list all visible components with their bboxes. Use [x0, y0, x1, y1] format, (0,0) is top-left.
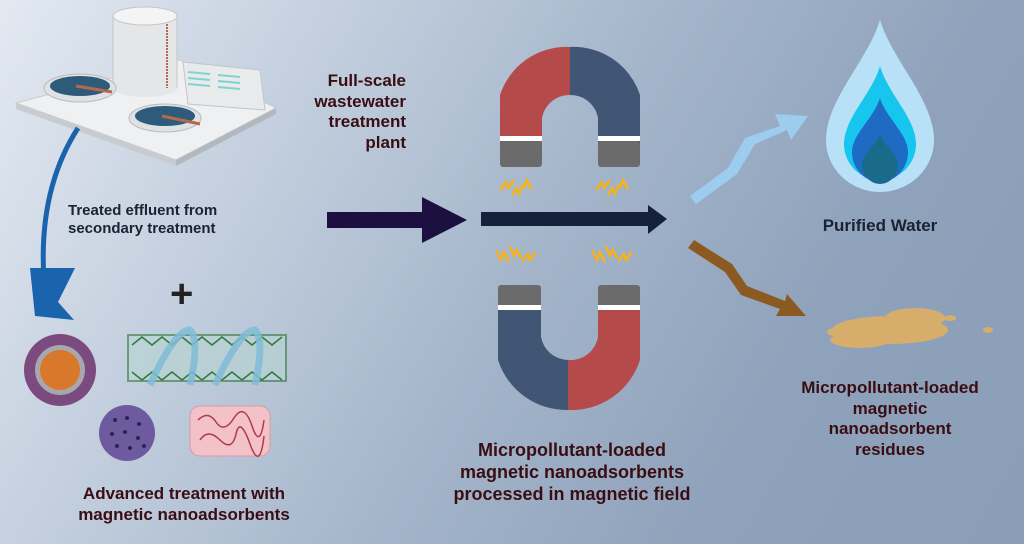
core-shell-nanoparticle-icon — [24, 334, 96, 406]
magnetic-process-label: Micropollutant-loaded magnetic nanoadsor… — [418, 440, 726, 506]
treatment-plant-icon — [14, 6, 278, 166]
magnetic-label-line: Micropollutant-loaded — [478, 440, 666, 460]
magnetic-label-line: processed in magnetic field — [453, 483, 691, 504]
plant-label: Full-scale wastewater treatment plant — [298, 71, 406, 154]
effluent-label: Treated effluent from secondary treatmen… — [68, 202, 217, 239]
residues-label-line: Micropollutant-loaded — [801, 378, 979, 397]
plant-label-line: Full-scale — [327, 71, 406, 90]
magnetic-label-line: magnetic nanoadsorbents — [459, 461, 685, 482]
plant-label-line: treatment plant — [328, 112, 406, 153]
residue-pile-icon — [827, 308, 993, 348]
residues-label-line: nanoadsorbent — [828, 419, 952, 439]
hydrogel-icon — [189, 405, 271, 457]
advanced-treatment-label: Advanced treatment with magnetic nanoads… — [44, 484, 324, 525]
effluent-label-line: Treated effluent from — [68, 202, 218, 219]
residues-label-line: residues — [855, 440, 925, 460]
effluent-label-line: secondary treatment — [68, 220, 216, 238]
residue-arrow — [688, 240, 806, 316]
curve-arrow — [30, 126, 81, 320]
advanced-label-line: Advanced treatment with — [82, 484, 286, 503]
carbon-nanotube-icon — [127, 326, 287, 387]
magnetic-spark-icons — [494, 176, 633, 264]
water-drop-icon — [826, 20, 934, 192]
residues-label: Micropollutant-loaded magnetic nanoadsor… — [770, 378, 1010, 461]
purified-water-label: Purified Water — [822, 216, 938, 235]
plant-label-line: wastewater — [314, 91, 406, 111]
porous-sphere-icon — [99, 405, 155, 461]
advanced-label-line: magnetic nanoadsorbents — [78, 504, 290, 524]
residues-label-line: magnetic — [852, 398, 928, 418]
horseshoe-magnet-icon — [500, 46, 640, 167]
horseshoe-magnet-icon — [498, 285, 640, 411]
input-flow-arrow — [327, 197, 467, 243]
plus-sign: + — [170, 272, 194, 316]
process-arrow — [481, 205, 667, 234]
purified-water-arrow — [690, 114, 808, 204]
